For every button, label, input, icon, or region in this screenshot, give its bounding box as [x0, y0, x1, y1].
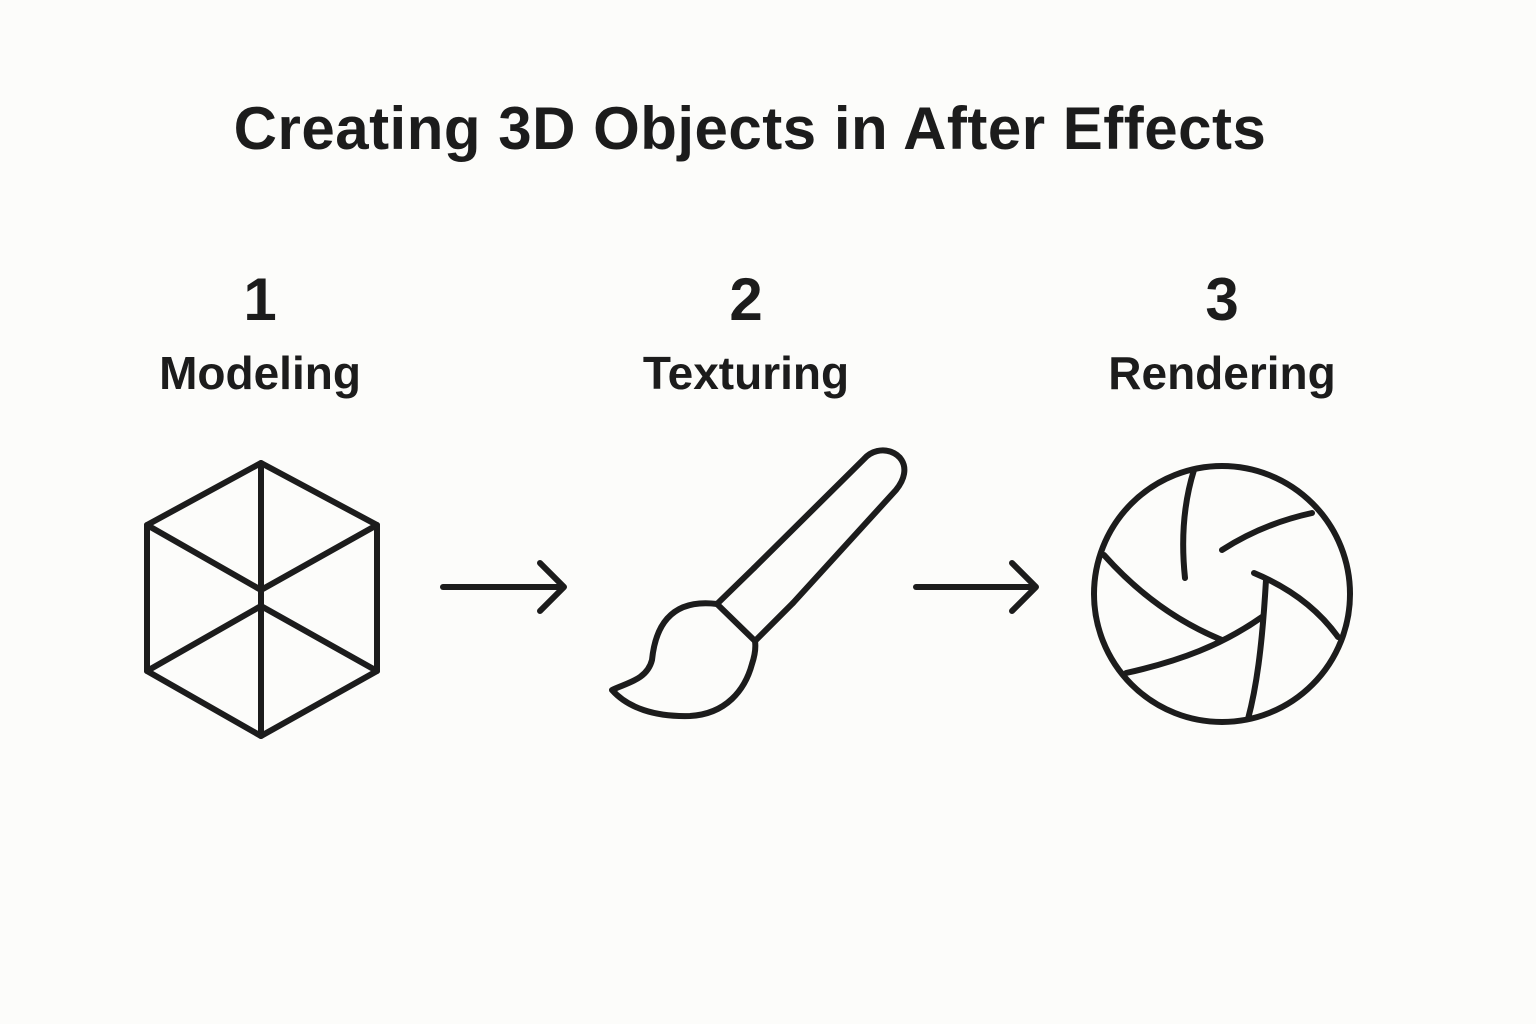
step-label: Texturing	[642, 347, 850, 399]
cube-icon	[144, 460, 380, 739]
step-modeling: 1 Modeling	[100, 266, 420, 399]
step-number: 1	[243, 266, 277, 333]
arrow-right-icon	[440, 560, 567, 614]
step-label: Rendering	[1108, 347, 1336, 399]
step-texturing: 2 Texturing	[586, 266, 906, 399]
arrow-right-icon	[913, 560, 1039, 614]
step-number: 2	[729, 266, 763, 333]
paintbrush-icon	[609, 447, 908, 720]
diagram-title: Creating 3D Objects in After Effects	[233, 95, 1267, 162]
step-label: Modeling	[159, 347, 361, 399]
step-number: 3	[1205, 266, 1239, 333]
step-rendering: 3 Rendering	[1062, 266, 1382, 399]
aperture-icon	[1091, 463, 1353, 725]
